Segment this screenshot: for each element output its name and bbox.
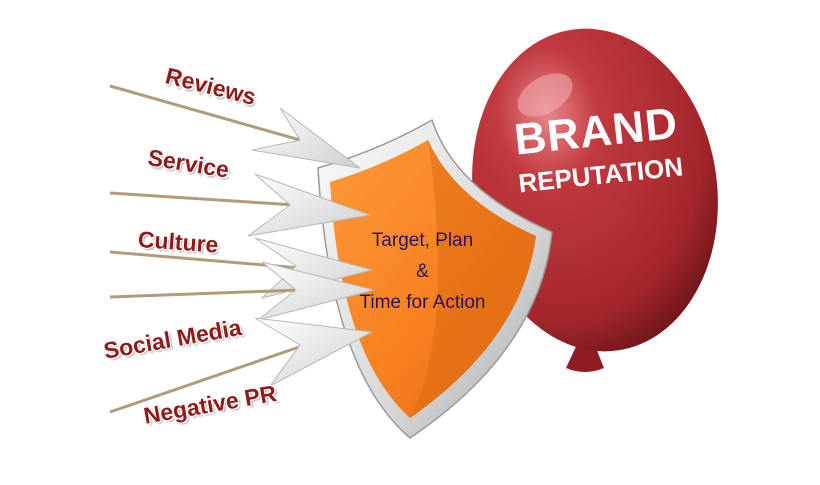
arrow-social-media xyxy=(109,261,375,321)
arrows xyxy=(109,84,375,414)
label-culture: Culture xyxy=(137,226,220,258)
shield-face xyxy=(330,140,536,418)
arrow-negative-pr xyxy=(109,317,374,414)
shield-line-2: & xyxy=(416,261,429,282)
arrow-reviews xyxy=(109,84,361,169)
balloon-highlight xyxy=(517,73,573,117)
shield xyxy=(317,118,553,439)
arrow-service xyxy=(109,173,372,237)
shield-shading xyxy=(410,140,536,418)
shield-line-1: Target, Plan xyxy=(371,230,474,251)
shield-text: Target, Plan & Time for Action xyxy=(330,225,515,318)
shield-line-3: Time for Action xyxy=(359,292,486,313)
